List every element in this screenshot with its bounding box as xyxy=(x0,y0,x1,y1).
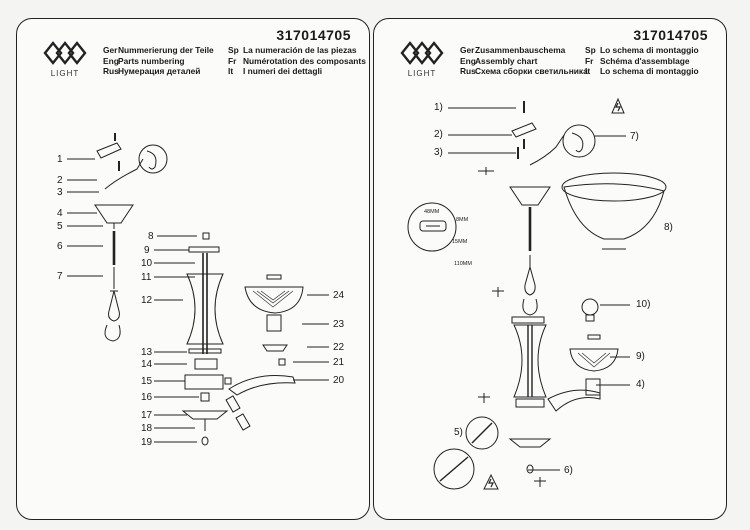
lamp-arm xyxy=(547,389,601,412)
callout-19: 19 xyxy=(141,437,153,448)
warning-icon xyxy=(483,473,499,490)
chain xyxy=(524,255,536,296)
wiring-detail xyxy=(433,448,475,490)
glass-shade xyxy=(569,348,619,372)
glass-shade xyxy=(244,286,304,314)
brand-logo: LIGHT xyxy=(35,39,95,85)
callout-16: 16 xyxy=(141,392,153,403)
callout-7: 7 xyxy=(57,271,63,282)
lamp-arm xyxy=(228,375,296,396)
spacer-ring xyxy=(194,358,218,370)
dim-8mm: 8MM xyxy=(456,217,469,223)
vase-body xyxy=(186,273,224,345)
article-number: 317014705 xyxy=(276,27,351,43)
vase-body xyxy=(513,324,547,398)
top-cap xyxy=(188,246,220,253)
step-10: 10) xyxy=(636,299,651,310)
brand-name: LIGHT xyxy=(50,69,80,78)
socket xyxy=(266,314,282,332)
hook-wire xyxy=(104,158,144,190)
callout-20: 20 xyxy=(333,375,345,386)
callout-23: 23 xyxy=(333,319,345,330)
bulb-icon xyxy=(581,298,599,316)
callout-17: 17 xyxy=(141,410,153,421)
logo-icon xyxy=(400,41,444,65)
hook-detail xyxy=(138,144,168,174)
callout-15: 15 xyxy=(141,376,153,387)
bottom-cup xyxy=(181,410,229,420)
dimension-detail xyxy=(407,202,457,252)
dim-110mm: 110MM xyxy=(454,261,472,267)
bottom-cup xyxy=(508,438,552,448)
step-5: 5) xyxy=(454,427,463,438)
callout-21: 21 xyxy=(333,357,345,368)
step-2: 2) xyxy=(434,129,443,140)
brand-logo: LIGHT xyxy=(392,39,452,85)
chain xyxy=(108,267,120,322)
brand-name: LIGHT xyxy=(407,69,437,78)
callout-14: 14 xyxy=(141,359,153,370)
callout-10: 10 xyxy=(141,258,153,269)
hook-wire xyxy=(529,134,565,166)
callout-22: 22 xyxy=(333,342,345,353)
mounting-bracket xyxy=(96,142,122,159)
socket xyxy=(585,378,601,396)
callout-9: 9 xyxy=(144,245,150,256)
canopy xyxy=(94,204,134,224)
callout-11: 11 xyxy=(141,272,152,283)
step-6: 6) xyxy=(564,465,573,476)
canopy xyxy=(509,186,551,206)
wiring-detail xyxy=(465,416,499,450)
callout-4: 4 xyxy=(57,208,63,219)
canopy-detail xyxy=(563,183,665,240)
step-4: 4) xyxy=(636,379,645,390)
callout-5: 5 xyxy=(57,221,63,232)
parts-drawing xyxy=(67,133,329,446)
base-block xyxy=(184,374,224,390)
callout-12: 12 xyxy=(141,295,153,306)
callout-1: 1 xyxy=(57,154,63,165)
mounting-bracket xyxy=(511,122,537,138)
article-number: 317014705 xyxy=(633,27,708,43)
callout-3: 3 xyxy=(57,187,63,198)
callout-6: 6 xyxy=(57,241,63,252)
step-7: 7) xyxy=(630,131,639,142)
step-1: 1) xyxy=(434,102,443,113)
warning-icon xyxy=(611,97,625,114)
dim-15mm: 15MM xyxy=(452,239,468,245)
assembly-drawing xyxy=(407,97,667,490)
logo-icon xyxy=(43,41,87,65)
callout-2: 2 xyxy=(57,175,63,186)
callout-8: 8 xyxy=(148,231,154,242)
callout-24: 24 xyxy=(333,290,345,301)
step-9: 9) xyxy=(636,351,645,362)
callout-18: 18 xyxy=(141,423,153,434)
hook-detail xyxy=(562,124,596,158)
step-3: 3) xyxy=(434,147,443,158)
callout-13: 13 xyxy=(141,347,153,358)
dim-48mm: 48MM xyxy=(424,209,440,215)
step-8: 8) xyxy=(664,222,673,233)
